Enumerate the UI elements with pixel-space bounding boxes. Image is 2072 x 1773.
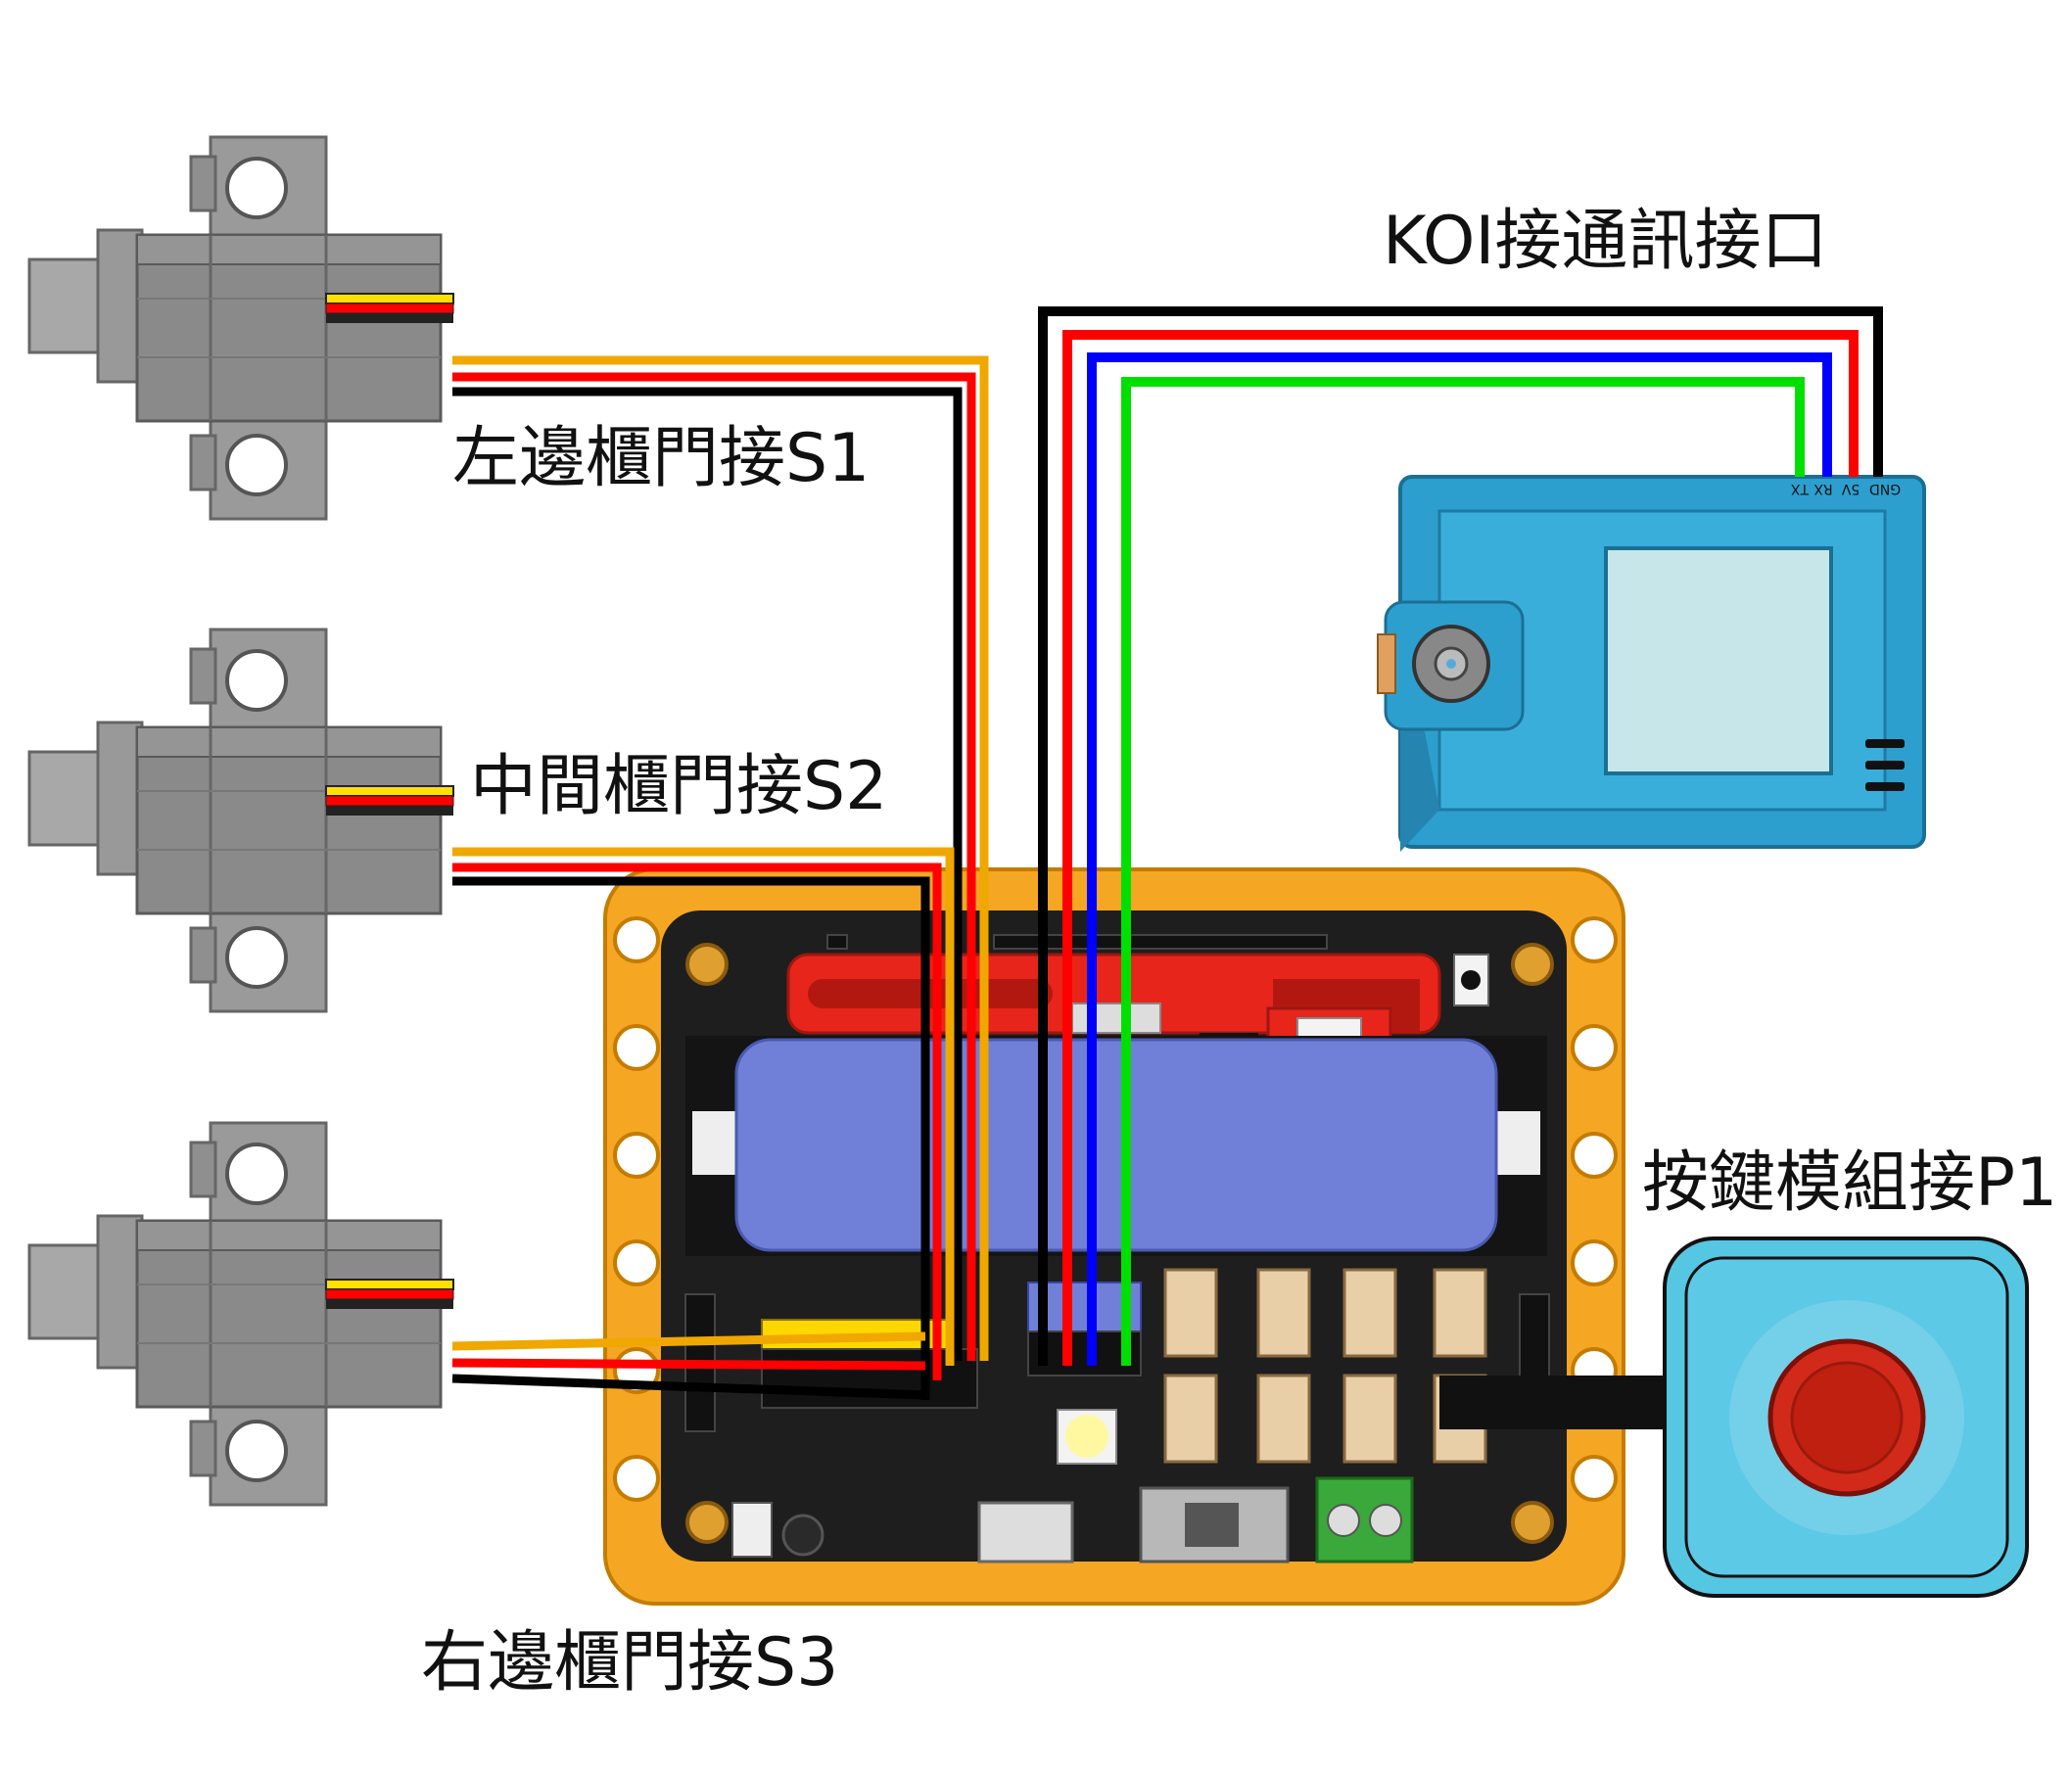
servo-middle — [27, 628, 455, 1013]
koi-pin-labels: GND 5V RX TX — [1791, 481, 1902, 496]
koi-label: KOI接通訊接口 — [1383, 203, 1828, 280]
servo-left — [27, 135, 455, 521]
controller-board — [603, 867, 1625, 1606]
koi-pin-gnd: GND — [1869, 481, 1901, 496]
s3-label: 右邊櫃門接S3 — [421, 1624, 839, 1702]
koi-pin-5v: 5V — [1841, 481, 1860, 496]
s2-label: 中間櫃門接S2 — [470, 748, 888, 825]
wires-s1 — [452, 355, 989, 1361]
koi-pin-tx: TX — [1791, 481, 1811, 496]
s1-label: 左邊櫃門接S1 — [452, 420, 871, 497]
wires-koi — [1038, 306, 1883, 1366]
wires-s3 — [451, 1331, 926, 1400]
wires-s2 — [452, 847, 955, 1400]
koi-camera-module: GND 5V RX TX — [1377, 475, 1926, 852]
p1-label: 按鍵模組接P1 — [1642, 1144, 2058, 1222]
servo-right — [27, 1121, 455, 1507]
koi-pin-rx: RX — [1813, 481, 1833, 496]
push-button-module — [1439, 1236, 2029, 1598]
